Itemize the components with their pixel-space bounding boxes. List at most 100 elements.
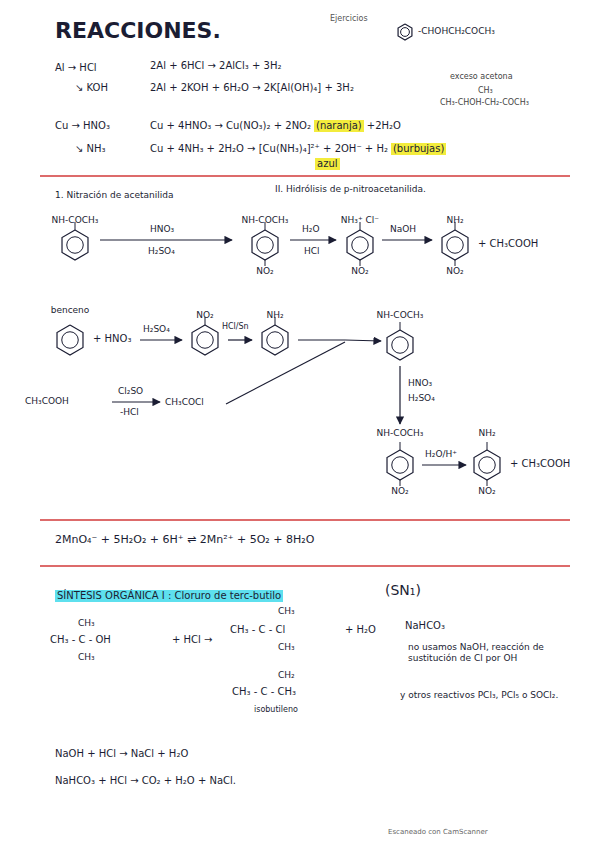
note-text: CH₃ - C - CH₃ [232,686,296,698]
note-text: ↘ NH₃ [75,143,106,155]
aromatic-circle [197,332,214,349]
note-text: Ejercicios [330,14,368,24]
note-text: H₂SO₄ [143,324,170,335]
note-text: CH₃ [78,652,95,663]
benzene-ring [387,330,413,360]
note-text: NaOH + HCl → NaCl + H₂O [55,748,188,760]
note-text: 2Al + 6HCl → 2AlCl₃ + 3H₂ [150,60,281,72]
note-text: NaOH [390,224,416,235]
note-text: NO₂ [256,266,273,277]
note-text: exceso acetona [450,72,513,82]
note-text: NO₂ [478,486,495,497]
note-text: CH₃ - C - Cl [230,624,285,636]
note-text: y otros reactivos PCl₃, PCl₅ o SOCl₂. [400,690,565,701]
note-text: (naranja) [314,120,364,132]
note-text: NH₂ [266,310,283,321]
page-title: REACCIONES. [55,18,221,44]
benzene-ring [57,325,83,355]
note-text: + CH₃COOH [510,458,570,470]
note-text: 2Al + 2KOH + 6H₂O → 2K[Al(OH)₄] + 3H₂ [150,82,354,94]
reaction-arrows [100,240,466,465]
bond [400,322,401,330]
note-text: CH₃COOH [25,396,69,407]
aromatic-circle [392,457,409,474]
note-text: (burbujas) [391,143,446,155]
benzene-ring [387,450,413,480]
note-text: benceno [51,305,90,316]
note-text: H₂SO₄ [148,246,175,257]
note-text: NH-COCH₃ [52,215,99,226]
note-text: ↘ KOH [75,82,108,94]
note-text: -CHOHCH₂COCH₃ [418,26,495,37]
aromatic-circle [352,237,369,254]
bond [360,260,361,266]
note-text: NH₂ [478,428,495,439]
bond [455,260,456,266]
note-text: NH₃⁺ Cl⁻ [341,215,379,226]
note-text: -HCl [120,407,139,418]
note-text: (SN₁) [385,582,421,599]
note-text: II. Hidrólisis de p-nitroacetanilida. [275,184,426,195]
note-text: CH₃ [278,642,295,653]
note-text: isobutileno [254,705,298,715]
note-text: NO₂ [351,266,368,277]
bond [400,442,401,450]
benzene-ring [347,230,373,260]
note-text: HCl/Sn [222,322,249,332]
note-text: H₂SO₄ [408,393,435,404]
note-text: CH₃ - C - OH [50,634,111,646]
note-text: Cl₂SO [118,386,143,397]
aromatic-circle [267,332,284,349]
note-text: + HCl → [172,634,212,646]
note-text: HNO₃ [150,224,174,235]
note-text: Cu + 4NH₃ + 2H₂O → [Cu(NH₃)₄]²⁺ + 2OH⁻ +… [150,143,388,155]
note-text: + HNO₃ [93,333,131,345]
note-text: Escaneado con CamScanner [388,828,488,836]
note-text: CH₃-CHOH-CH₂-COCH₃ [440,98,529,108]
note-text: NaHCO₃ + HCl → CO₂ + H₂O + NaCl. [55,775,236,787]
benzene-ring [62,230,88,260]
note-text: NH₂ [446,215,463,226]
note-text: CH₂ [278,670,295,681]
note-text: NO₂ [196,310,213,321]
note-text: 2MnO₄⁻ + 5H₂O₂ + 6H⁺ ⇌ 2Mn²⁺ + 5O₂ + 8H₂… [55,533,314,546]
note-text: NO₂ [391,486,408,497]
benzene-ring [192,325,218,355]
benzene-rings [57,24,500,486]
note-text: H₂O [302,224,319,235]
benzene-ring [474,450,500,480]
note-text: CH₃COCl [165,397,204,408]
note-text: azul [315,158,340,170]
benzene-ring [252,230,278,260]
note-text: NO₂ [446,266,463,277]
aromatic-circle [67,237,84,254]
note-text: NaHCO₃ [405,620,445,632]
note-text: CH₃ [78,618,95,629]
note-text: Cu + 4HNO₃ → Cu(NO₃)₂ + 2NO₂ [150,120,311,132]
note-text: no usamos NaOH, reacción de sustitución … [408,642,573,664]
note-text: NH-COCH₃ [377,428,424,439]
benzene-ring [262,325,288,355]
note-text: 1. Nitración de acetanilida [55,190,174,201]
note-text: SÍNTESIS ORGÁNICA I : Cloruro de terc-bu… [55,590,283,602]
benzene-ring [442,230,468,260]
aromatic-circle [447,237,464,254]
note-text: + CH₃COOH [478,238,538,250]
note-text: H₂O/H⁺ [425,449,457,460]
note-text: Al → HCl [55,62,97,74]
bond [487,442,488,450]
section-rule [40,176,570,566]
aromatic-circle [62,332,79,349]
aromatic-circle [392,337,409,354]
note-text: CH₃ [278,606,295,617]
note-text: NH-COCH₃ [242,215,289,226]
note-text: HNO₃ [408,378,432,389]
note-text: Cu → HNO₃ [55,120,110,132]
benzene-ring [398,24,412,40]
note-text: +2H₂O [367,120,401,132]
bond [487,480,488,486]
aromatic-circle [401,28,410,37]
aromatic-circle [479,457,496,474]
note-text: HCl [304,246,320,257]
note-text: NH-COCH₃ [377,310,424,321]
